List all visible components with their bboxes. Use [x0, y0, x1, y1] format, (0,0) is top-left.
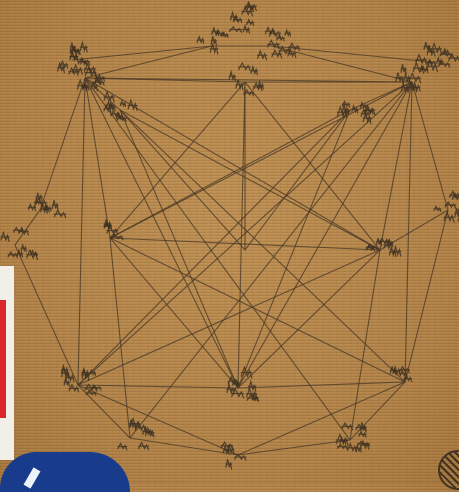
edge-line	[238, 110, 350, 388]
edge-line	[78, 78, 85, 385]
handwritten-mark	[342, 423, 353, 429]
edge-line	[78, 250, 380, 385]
handwritten-mark	[285, 30, 290, 36]
edge-line	[40, 78, 85, 210]
handwritten-mark	[230, 27, 242, 33]
handwritten-mark	[120, 101, 125, 106]
handwritten-mark	[338, 444, 348, 449]
handwritten-node-clusters	[1, 2, 459, 469]
handwritten-mark	[359, 432, 366, 438]
edge-line	[15, 210, 40, 245]
handwritten-mark	[443, 49, 448, 54]
handwriting-cluster	[104, 220, 123, 240]
handwritten-mark	[128, 100, 137, 110]
handwriting-cluster	[258, 28, 300, 60]
edge-line	[110, 110, 350, 238]
handwritten-mark	[21, 245, 26, 251]
handwritten-mark	[17, 250, 22, 257]
edge-line	[78, 385, 238, 388]
edge-line	[15, 245, 78, 385]
handwritten-mark	[226, 459, 232, 469]
edge-line	[120, 110, 405, 382]
handwriting-cluster	[28, 193, 66, 217]
edge-line	[120, 110, 245, 250]
edge-line	[78, 385, 238, 455]
handwritten-mark	[247, 20, 254, 26]
manuscript-network-diagram	[0, 0, 459, 482]
handwriting-cluster	[416, 42, 459, 67]
handwritten-mark	[352, 106, 358, 113]
handwritten-mark	[69, 385, 78, 392]
handwritten-mark	[54, 210, 65, 217]
edge-line	[85, 78, 238, 388]
edge-line	[405, 210, 448, 382]
handwritten-mark	[80, 43, 87, 52]
handwritten-mark	[64, 378, 69, 386]
handwritten-mark	[340, 438, 346, 445]
handwritten-mark	[416, 55, 427, 65]
edge-line	[85, 78, 110, 238]
edge-line	[110, 238, 405, 382]
handwritten-mark	[434, 206, 441, 211]
handwriting-cluster	[197, 28, 228, 54]
edge-line	[110, 238, 130, 438]
edge-line	[245, 82, 380, 250]
edge-line	[85, 78, 412, 82]
edge-line	[412, 82, 448, 210]
edge-line	[238, 82, 412, 388]
handwriting-cluster	[118, 419, 154, 450]
edge-line	[72, 46, 212, 60]
handwritten-mark	[239, 63, 251, 71]
handwritten-mark	[28, 204, 35, 210]
handwritten-mark	[1, 233, 9, 242]
edge-line	[238, 250, 380, 388]
handwritten-mark	[139, 443, 149, 450]
edge-line	[238, 382, 405, 388]
edge-line	[350, 250, 380, 440]
handwritten-mark	[52, 200, 58, 210]
edge-line	[120, 110, 238, 388]
blue-seal	[0, 452, 130, 492]
handwriting-cluster	[221, 442, 246, 469]
handwriting-cluster	[230, 2, 257, 33]
handwritten-mark	[251, 67, 257, 75]
edge-line	[85, 46, 212, 78]
handwritten-mark	[118, 443, 127, 449]
handwritten-mark	[8, 252, 17, 258]
handwritten-mark	[70, 43, 75, 50]
edge-line	[272, 46, 412, 82]
red-sticker-edge	[0, 300, 6, 418]
handwritten-mark	[197, 37, 204, 44]
handwritten-mark	[401, 64, 406, 74]
handwritten-mark	[243, 26, 249, 33]
handwritten-mark	[258, 51, 267, 60]
handwriting-cluster	[396, 61, 438, 92]
edge-line	[110, 82, 412, 238]
